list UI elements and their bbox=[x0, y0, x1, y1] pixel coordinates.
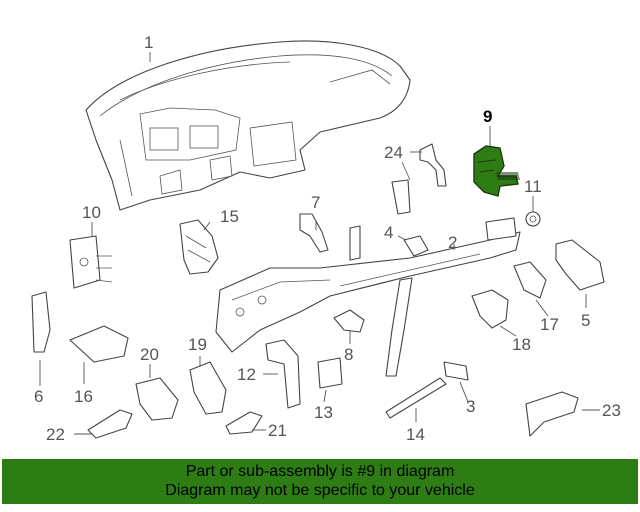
callout-11: 11 bbox=[524, 177, 542, 196]
leader-lines bbox=[39, 52, 600, 435]
callout-12: 12 bbox=[237, 365, 256, 384]
part-6-bracket[interactable] bbox=[31, 291, 51, 353]
callout-9: 9 bbox=[483, 107, 492, 126]
callout-23: 23 bbox=[602, 401, 621, 420]
callout-numbers: 1 9 24 2 4 7 15 10 11 5 17 18 6 16 8 12 … bbox=[34, 33, 621, 444]
callout-2: 2 bbox=[448, 233, 457, 252]
part-2-cross-car-beam[interactable] bbox=[215, 217, 521, 377]
diagram-notice-banner: Part or sub-assembly is #9 in diagram Di… bbox=[2, 459, 638, 504]
part-14-rail[interactable] bbox=[385, 377, 447, 419]
callout-19: 19 bbox=[188, 335, 207, 354]
part-16-bracket[interactable] bbox=[69, 325, 129, 363]
callout-4: 4 bbox=[384, 223, 393, 242]
callout-6: 6 bbox=[34, 387, 43, 406]
part-17-bracket[interactable] bbox=[513, 261, 547, 299]
callout-21: 21 bbox=[268, 421, 287, 440]
callout-18: 18 bbox=[512, 335, 531, 354]
part-7-bracket[interactable] bbox=[299, 213, 329, 253]
part-5-bracket[interactable] bbox=[555, 239, 605, 291]
part-22-bracket[interactable] bbox=[87, 409, 133, 439]
callout-24: 24 bbox=[384, 143, 403, 162]
part-10-bracket[interactable] bbox=[69, 235, 113, 289]
callout-15: 15 bbox=[220, 207, 239, 226]
banner-line-disclaimer: Diagram may not be specific to your vehi… bbox=[165, 482, 475, 499]
part-18-duct[interactable] bbox=[471, 289, 509, 329]
part-20-bracket[interactable] bbox=[135, 377, 179, 421]
part-13-panel[interactable] bbox=[317, 357, 343, 389]
part-23-bracket[interactable] bbox=[525, 391, 579, 437]
part-21-bracket[interactable] bbox=[225, 411, 263, 435]
callout-7: 7 bbox=[311, 193, 320, 212]
part-8-bracket[interactable] bbox=[333, 309, 365, 333]
callout-14: 14 bbox=[406, 425, 425, 444]
banner-line-part-number: Part or sub-assembly is #9 in diagram bbox=[185, 463, 455, 480]
callout-20: 20 bbox=[140, 345, 159, 364]
part-9-bracket-highlighted[interactable] bbox=[473, 145, 520, 197]
callout-13: 13 bbox=[314, 403, 333, 422]
callout-17: 17 bbox=[540, 315, 559, 334]
callout-3: 3 bbox=[466, 397, 475, 416]
callout-8: 8 bbox=[344, 345, 353, 364]
part-12-bracket[interactable] bbox=[265, 339, 301, 409]
exploded-parts-diagram: 1 9 24 2 4 7 15 10 11 5 17 18 6 16 8 12 … bbox=[31, 33, 621, 444]
part-24-bracket[interactable] bbox=[391, 143, 447, 215]
callout-16: 16 bbox=[74, 387, 93, 406]
callout-1: 1 bbox=[144, 33, 153, 52]
part-4-bracket[interactable] bbox=[403, 235, 429, 257]
part-19-duct[interactable] bbox=[189, 361, 227, 415]
callout-22: 22 bbox=[46, 425, 65, 444]
part-1-instrument-panel[interactable] bbox=[85, 40, 411, 211]
part-15-bracket[interactable] bbox=[179, 219, 219, 275]
part-11-clip[interactable] bbox=[525, 211, 541, 227]
callout-5: 5 bbox=[581, 311, 590, 330]
callout-10: 10 bbox=[82, 203, 101, 222]
part-3-plate[interactable] bbox=[443, 361, 469, 381]
